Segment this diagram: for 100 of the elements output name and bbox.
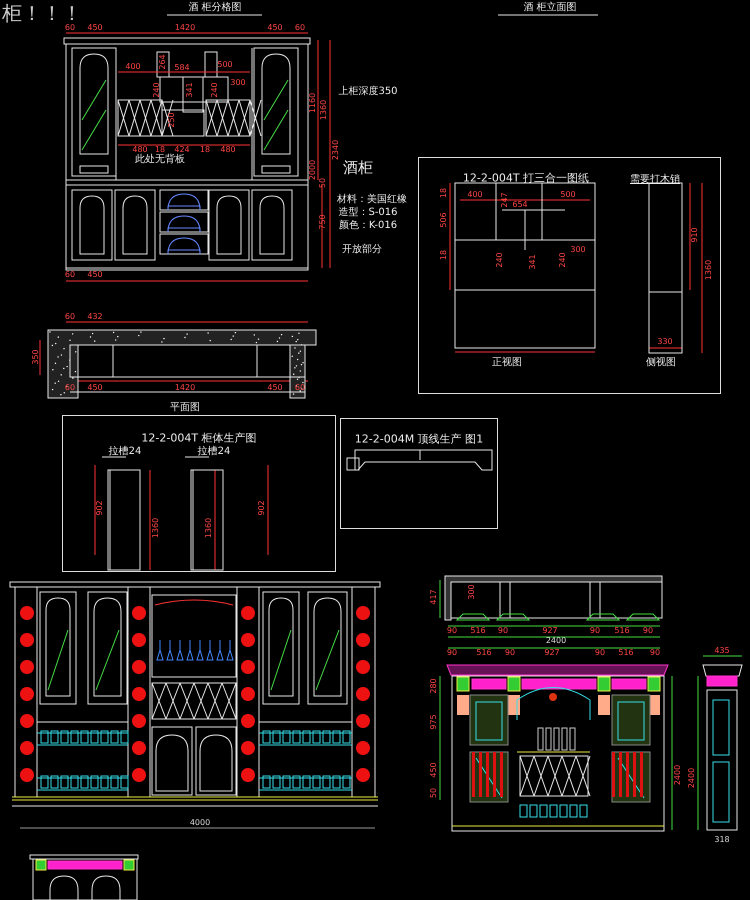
heading-text: 酒 柜立面图: [523, 3, 577, 13]
dimension-text: 927: [544, 649, 560, 657]
note-text: 造型：S-016: [338, 208, 398, 218]
dimension-text: 18: [154, 146, 166, 154]
view-caption: 需要打木销: [630, 175, 680, 185]
dimension-text: 432: [87, 313, 103, 321]
title-text: 柜！！！: [2, 3, 82, 23]
dimension-text: 240: [153, 82, 161, 98]
dimension-text: 330: [657, 338, 673, 346]
drawing-panel: [62, 415, 336, 572]
dimension-text: 435: [714, 647, 730, 655]
dimension-text: 18: [440, 250, 448, 260]
dimension-text: 450: [267, 384, 283, 392]
dimension-text: 2400: [688, 768, 696, 788]
note-text: 颜色：K-016: [338, 221, 398, 231]
dimension-text: 90: [498, 627, 508, 635]
dimension-text: 300: [468, 584, 476, 600]
view-caption: 侧视图: [646, 358, 676, 368]
dimension-text: 424: [174, 146, 190, 154]
dimension-text: 60: [64, 313, 76, 321]
dimension-text: 450: [87, 384, 103, 392]
dimension-text: 341: [186, 82, 194, 98]
dimension-text: 1360: [320, 100, 328, 120]
dimension-text: 50: [319, 178, 327, 188]
dimension-text: 902: [258, 500, 266, 516]
dimension-text: 264: [159, 54, 167, 70]
note-text: 上柜深度350: [338, 87, 398, 97]
note-text: 拉槽24: [108, 447, 142, 457]
dimension-text: 240: [559, 252, 567, 268]
dimension-text: 60: [294, 24, 306, 32]
dimension-text: 18: [200, 146, 210, 154]
dimension-text: 300: [570, 246, 586, 254]
dimension-text: 280: [430, 678, 438, 694]
dimension-text: 400: [467, 191, 483, 199]
dimension-text: 1160: [309, 92, 317, 114]
dimension-text: 50: [430, 788, 438, 798]
dimension-text: 480: [220, 146, 236, 154]
dimension-text: 910: [691, 227, 699, 243]
dimension-text: 450: [87, 271, 103, 279]
dimension-text: 90: [594, 649, 606, 657]
dimension-text: 975: [430, 714, 438, 730]
dimension-text: 750: [319, 214, 327, 230]
dimension-text: 450: [430, 762, 438, 778]
dimension-text: 417: [430, 589, 438, 605]
dimension-text: 1420: [174, 24, 196, 32]
drawing-panel: [340, 418, 498, 529]
dimension-text: 450: [87, 24, 103, 32]
note-text: 材料：美国红橡: [337, 195, 407, 205]
dimension-text: 927: [542, 627, 558, 635]
dimension-text: 516: [476, 649, 492, 657]
dimension-text: 60: [294, 384, 306, 392]
dimension-text: 654: [512, 201, 528, 209]
dimension-text: 2000: [309, 160, 317, 180]
dimension-text: 1420: [174, 384, 196, 392]
note-text: 平面图: [170, 403, 200, 413]
dimension-text: 584: [174, 64, 190, 72]
dimension-text: 450: [267, 24, 283, 32]
dimension-text: 2400: [546, 637, 566, 645]
panel-title: 12-2-004M 顶线生产 图1: [354, 434, 484, 444]
note-text: 拉槽24: [198, 447, 230, 457]
dimension-text: 500: [217, 61, 233, 69]
dimension-text: 500: [560, 191, 576, 199]
dimension-text: 902: [96, 500, 104, 516]
heading-text: 酒 柜分格图: [188, 3, 242, 13]
dimension-text: 60: [64, 271, 76, 279]
dimension-text: 318: [714, 836, 730, 844]
dimension-text: 90: [650, 649, 660, 657]
dimension-text: 480: [132, 146, 148, 154]
dimension-text: 2400: [674, 764, 682, 786]
dimension-text: 400: [125, 63, 141, 71]
dimension-text: 90: [504, 649, 516, 657]
dimension-text: 516: [614, 627, 630, 635]
dimension-text: 1360: [705, 260, 713, 280]
dimension-text: 1360: [205, 518, 213, 538]
dimension-text: 90: [446, 627, 458, 635]
dimension-text: 506: [440, 212, 448, 228]
dimension-text: 350: [32, 349, 40, 365]
view-caption: 正视图: [492, 358, 522, 368]
note-text: 开放部分: [342, 245, 382, 255]
dimension-text: 60: [64, 24, 76, 32]
dimension-text: 4000: [190, 819, 210, 827]
dimension-text: 300: [230, 79, 246, 87]
dimension-text: 250: [168, 112, 176, 128]
dimension-text: 90: [446, 649, 458, 657]
dimension-text: 60: [64, 384, 76, 392]
drawing-panel: [418, 157, 721, 394]
dimension-text: 247: [501, 192, 509, 208]
dimension-text: 2340: [332, 140, 340, 160]
dimension-text: 90: [642, 627, 654, 635]
dimension-text: 240: [496, 252, 504, 268]
dimension-text: 1360: [152, 518, 160, 538]
panel-title: 12-2-004T 打三合一图纸: [462, 172, 590, 184]
dimension-text: 240: [211, 82, 219, 98]
dimension-text: 516: [618, 649, 634, 657]
heading-text: 酒柜: [343, 160, 373, 176]
dimension-text: 90: [590, 627, 600, 635]
dimension-text: 516: [470, 627, 486, 635]
panel-title: 12-2-004T 柜体生产图: [141, 432, 257, 444]
dimension-text: 18: [440, 188, 448, 198]
dimension-text: 341: [529, 254, 537, 270]
